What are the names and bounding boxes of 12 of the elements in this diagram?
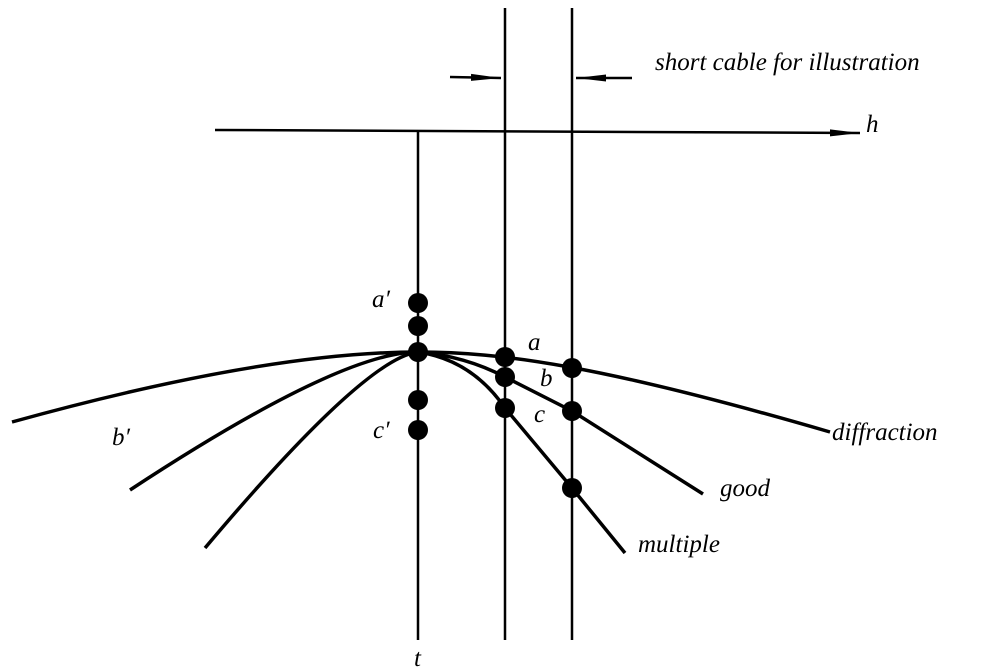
curve-label: b [540, 366, 552, 391]
curve-label: c [534, 402, 546, 427]
curve-label: a′ [372, 287, 390, 312]
curve-label: a [528, 330, 540, 355]
curve-label: b′ [112, 425, 130, 450]
curve-label: short cable for illustration [655, 50, 920, 75]
curve-label: t [414, 646, 421, 671]
curve-label: multiple [638, 532, 720, 557]
curve-label: c′ [373, 418, 390, 443]
curve-label: diffraction [832, 420, 938, 445]
curve-label: good [720, 476, 770, 501]
curve-label: h [866, 112, 878, 137]
